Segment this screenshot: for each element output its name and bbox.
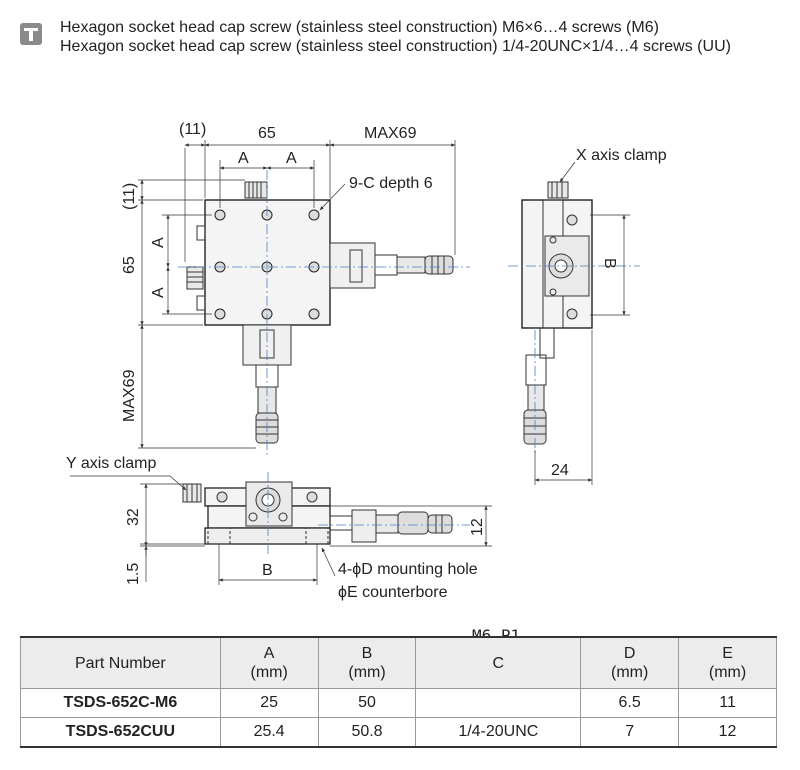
cell-e: 11 — [678, 688, 777, 718]
dim-65-left: 65 — [121, 256, 138, 274]
counterbore-label: ϕE counterbore — [338, 584, 448, 601]
dim-max69-top: MAX69 — [364, 125, 417, 142]
holes-label: 9-C depth 6 — [349, 175, 433, 192]
screw-note: Hexagon socket head cap screw (stainless… — [20, 18, 731, 56]
dim-a-left-1: A — [150, 237, 167, 248]
header-b: B(mm) — [317, 636, 417, 689]
cell-d: 7 — [580, 717, 680, 748]
screw-note-text: Hexagon socket head cap screw (stainless… — [60, 18, 731, 56]
dim-b-front: B — [262, 562, 273, 579]
dim-a-left-2: A — [150, 287, 167, 298]
screw-note-line1: Hexagon socket head cap screw (stainless… — [60, 19, 659, 36]
dim-65-top: 65 — [258, 125, 276, 142]
stage-drawing: (11) 65 MAX69 A A 9-C depth 6 (11) 65 A … — [66, 121, 667, 601]
cell-b: 50.8 — [317, 717, 417, 748]
cell-d: 6.5 — [580, 688, 680, 718]
dim-a-top-2: A — [286, 150, 297, 167]
x-axis-clamp-label: X axis clamp — [576, 147, 667, 164]
screw-icon — [20, 23, 42, 45]
mounting-hole-label: 4-ϕD mounting hole — [338, 561, 478, 578]
dim-1-5: 1.5 — [125, 563, 142, 585]
cell-part: TSDS-652CUU — [20, 717, 221, 748]
table-row: TSDS-652CUU 25.4 50.8 1/4-20UNC 7 12 — [20, 717, 777, 748]
dim-24: 24 — [551, 462, 569, 479]
header-part-number: Part Number — [20, 636, 221, 689]
cell-b: 50 — [317, 688, 417, 718]
screw-note-line2: Hexagon socket head cap screw (stainless… — [60, 38, 731, 55]
dim-11-left: (11) — [121, 183, 138, 210]
dim-a-top-1: A — [238, 150, 249, 167]
cell-e: 12 — [678, 717, 777, 748]
side-view — [508, 161, 640, 485]
dim-32: 32 — [125, 508, 142, 526]
dim-12: 12 — [469, 518, 486, 536]
header-e: E(mm) — [678, 636, 777, 689]
cell-c: 1/4-20UNC — [415, 717, 582, 748]
cell-part: TSDS-652C-M6 — [20, 688, 221, 718]
y-axis-clamp-label: Y axis clamp — [66, 455, 157, 472]
front-view — [70, 472, 492, 585]
dim-11-top: (11) — [179, 121, 206, 138]
dim-max69-left: MAX69 — [121, 369, 138, 422]
cell-a: 25 — [219, 688, 319, 718]
spec-table: Part Number A(mm) B(mm) C D(mm) E(mm) TS… — [20, 636, 777, 748]
table-row: TSDS-652C-M6 25 50 6.5 11 — [20, 688, 777, 718]
cell-c — [415, 688, 582, 718]
top-view — [138, 140, 470, 455]
header-d: D(mm) — [580, 636, 680, 689]
header-a: A(mm) — [219, 636, 319, 689]
table-header-row: Part Number A(mm) B(mm) C D(mm) E(mm) — [20, 636, 777, 689]
header-c: C — [415, 636, 582, 689]
dim-b-side: B — [601, 258, 618, 269]
cell-a: 25.4 — [219, 717, 319, 748]
